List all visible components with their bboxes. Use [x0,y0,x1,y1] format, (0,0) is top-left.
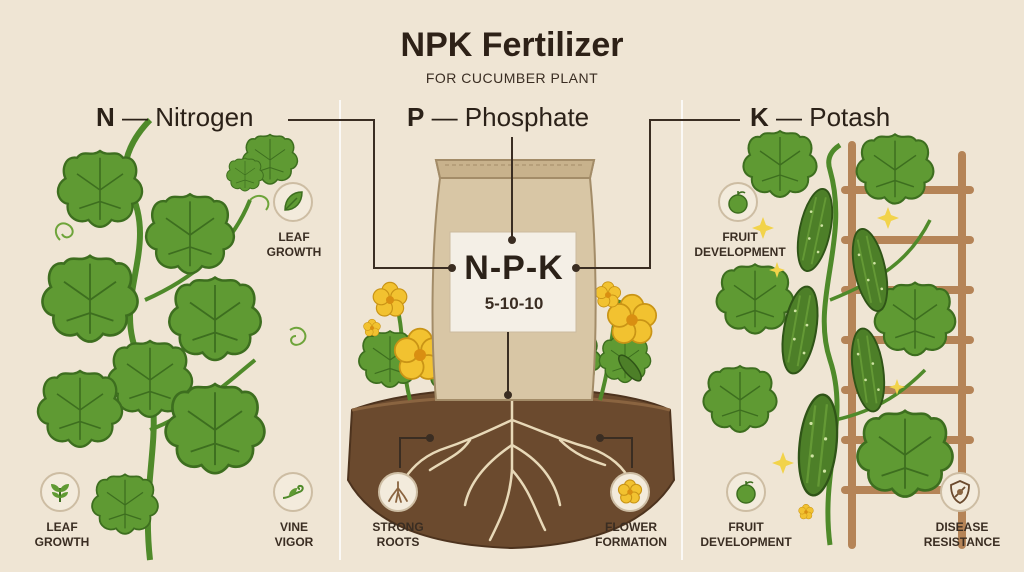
leaf-icon [40,472,80,512]
connector-lines [288,119,740,468]
vine-icon [273,472,313,512]
section-title-phosphate: P — Phosphate [407,102,590,132]
leaf-icon [273,182,313,222]
cucumber-plant-on-trellis [702,130,957,546]
root-system [398,388,632,542]
flowering-plant-left [358,281,487,401]
section-title-nitrogen: N — Nitrogen [96,102,254,132]
fruit-icon [718,182,758,222]
section-title-potash: K — Potash [750,102,891,132]
fertilizer-bag [431,159,597,401]
flower-icon [610,472,650,512]
bag-ratio: 5-10-10 [484,294,544,313]
root-icon [378,472,418,512]
bag-formula: N-P-K [464,249,564,287]
flowering-plant-right [538,281,658,401]
page-title: NPK Fertilizer [400,26,624,64]
fruit-icon [726,472,766,512]
shield-icon [940,472,980,512]
page-subtitle: FOR CUCUMBER PLANT [425,70,599,86]
cucumber-vine-illustration [36,117,307,561]
